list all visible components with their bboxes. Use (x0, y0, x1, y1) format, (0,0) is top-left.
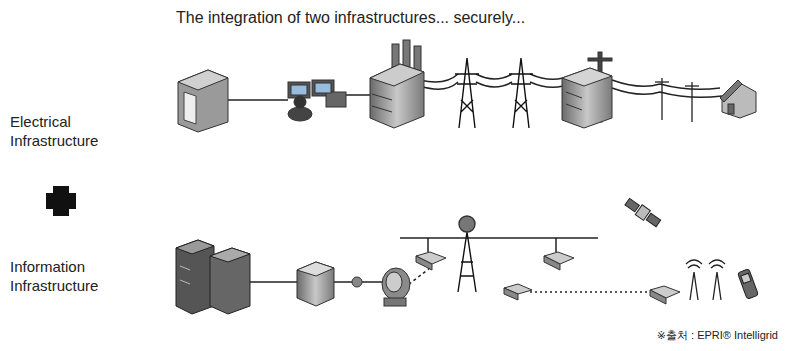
substation (562, 52, 612, 128)
transmission-tower (455, 58, 533, 128)
distribution-pole (655, 78, 699, 122)
satellite (624, 197, 662, 229)
antenna (686, 260, 725, 300)
satellite-dish (382, 268, 410, 306)
row-label: Electrical Infrastructure (10, 112, 128, 150)
source-caption: ※출처 : EPRI® Intelligrid (657, 328, 778, 343)
diagram-title: The integration of two infrastructures..… (176, 9, 525, 27)
network-device (416, 252, 680, 304)
server-rack (176, 240, 250, 314)
mobile-phone (738, 269, 759, 299)
power-plant (370, 40, 424, 128)
plus-sign (46, 186, 76, 216)
comms-tower (458, 216, 476, 292)
router (297, 262, 334, 306)
row-label: Information Infrastructure (10, 257, 128, 295)
control-cabinet (178, 70, 228, 132)
house (720, 80, 756, 118)
connector (352, 277, 362, 287)
workstation (288, 80, 346, 121)
